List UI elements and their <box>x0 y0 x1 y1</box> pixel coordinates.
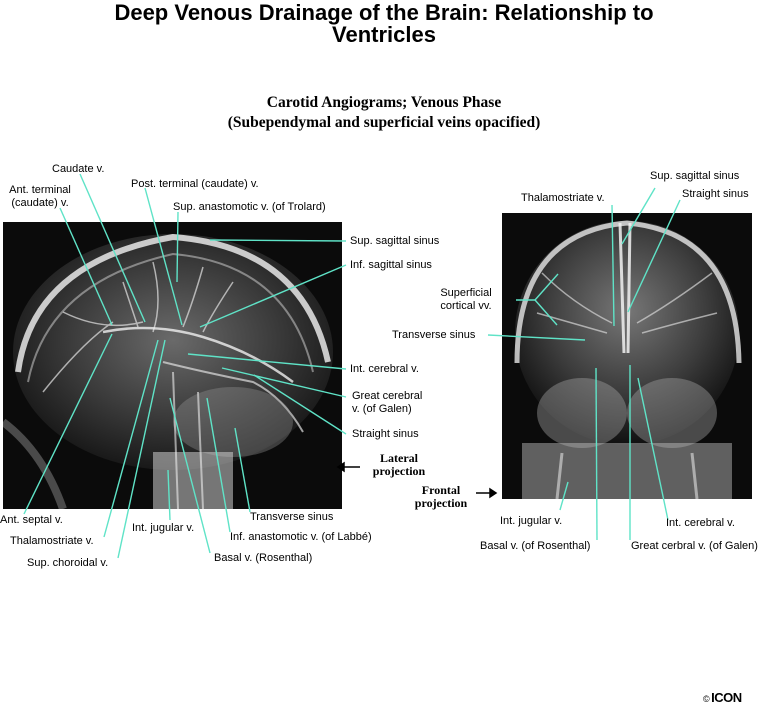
label-int-jugular-v: Int. jugular v. <box>132 522 195 534</box>
subtitle-line-2: (Subependymal and superficial veins opac… <box>227 114 541 131</box>
title-line-1: Deep Venous Drainage of the Brain: Relat… <box>114 0 654 25</box>
label-ant-septal-v: Ant. septal v. <box>0 514 63 526</box>
subtitle-line-1: Carotid Angiograms; Venous Phase <box>266 94 502 111</box>
label-inf-anastomotic: Inf. anastomotic v. (of Labbé) <box>230 531 372 543</box>
frontal-projection-label: Frontal projection <box>414 483 468 510</box>
label-f-basal-v: Basal v. (of Rosenthal) <box>480 540 591 552</box>
label-f-int-jugular-v: Int. jugular v. <box>500 515 563 527</box>
label-f-superficial-cortical: Superficial cortical vv. <box>440 287 492 312</box>
label-f-transverse-sinus: Transverse sinus <box>392 329 476 341</box>
label-transverse-sinus: Transverse sinus <box>250 511 334 523</box>
label-sup-sagittal-sinus: Sup. sagittal sinus <box>350 235 440 247</box>
copyright-icon: © <box>703 694 710 704</box>
label-caudate-v: Caudate v. <box>52 163 105 175</box>
lateral-angiogram-image <box>3 222 342 509</box>
icon-logo: ©ICON <box>703 690 742 705</box>
lateral-projection-label: Lateral projection <box>372 451 426 478</box>
label-great-cerebral-v: Great cerebral v. (of Galen) <box>352 390 423 415</box>
label-basal-v: Basal v. (Rosenthal) <box>214 552 313 564</box>
label-sup-anastomotic: Sup. anastomotic v. (of Trolard) <box>173 201 326 213</box>
label-f-int-cerebral-v: Int. cerebral v. <box>666 517 735 529</box>
label-ant-terminal: Ant. terminal (caudate) v. <box>9 184 71 209</box>
label-f-thalamostriate-v: Thalamostriate v. <box>521 192 605 204</box>
label-thalamostriate-v: Thalamostriate v. <box>10 535 94 547</box>
title-line-2: Ventricles <box>332 22 436 47</box>
label-f-great-cerebral-v: Great cerbral v. (of Galen) <box>631 540 758 552</box>
frontal-arrow-icon <box>489 487 498 499</box>
label-f-sup-sagittal-sinus: Sup. sagittal sinus <box>650 170 740 182</box>
frontal-angiogram-image <box>502 213 752 499</box>
label-inf-sagittal-sinus: Inf. sagittal sinus <box>350 259 432 271</box>
logo-text: ICON <box>711 690 742 705</box>
label-int-cerebral-v: Int. cerebral v. <box>350 363 419 375</box>
label-f-straight-sinus: Straight sinus <box>682 188 749 200</box>
label-sup-choroidal-v: Sup. choroidal v. <box>27 557 109 569</box>
label-post-terminal: Post. terminal (caudate) v. <box>131 178 259 190</box>
label-straight-sinus: Straight sinus <box>352 428 419 440</box>
